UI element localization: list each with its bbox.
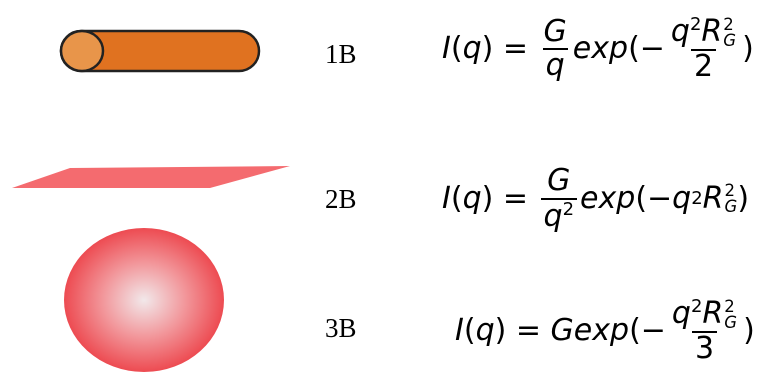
- row-label-1b: 1B: [325, 39, 357, 69]
- row-label-3b: 3B: [325, 313, 357, 343]
- sphere-shape-icon: [64, 228, 224, 372]
- plate-shape-icon: [12, 166, 290, 188]
- row-label-2b: 2B: [325, 184, 357, 214]
- rod-shape-icon: [59, 29, 261, 73]
